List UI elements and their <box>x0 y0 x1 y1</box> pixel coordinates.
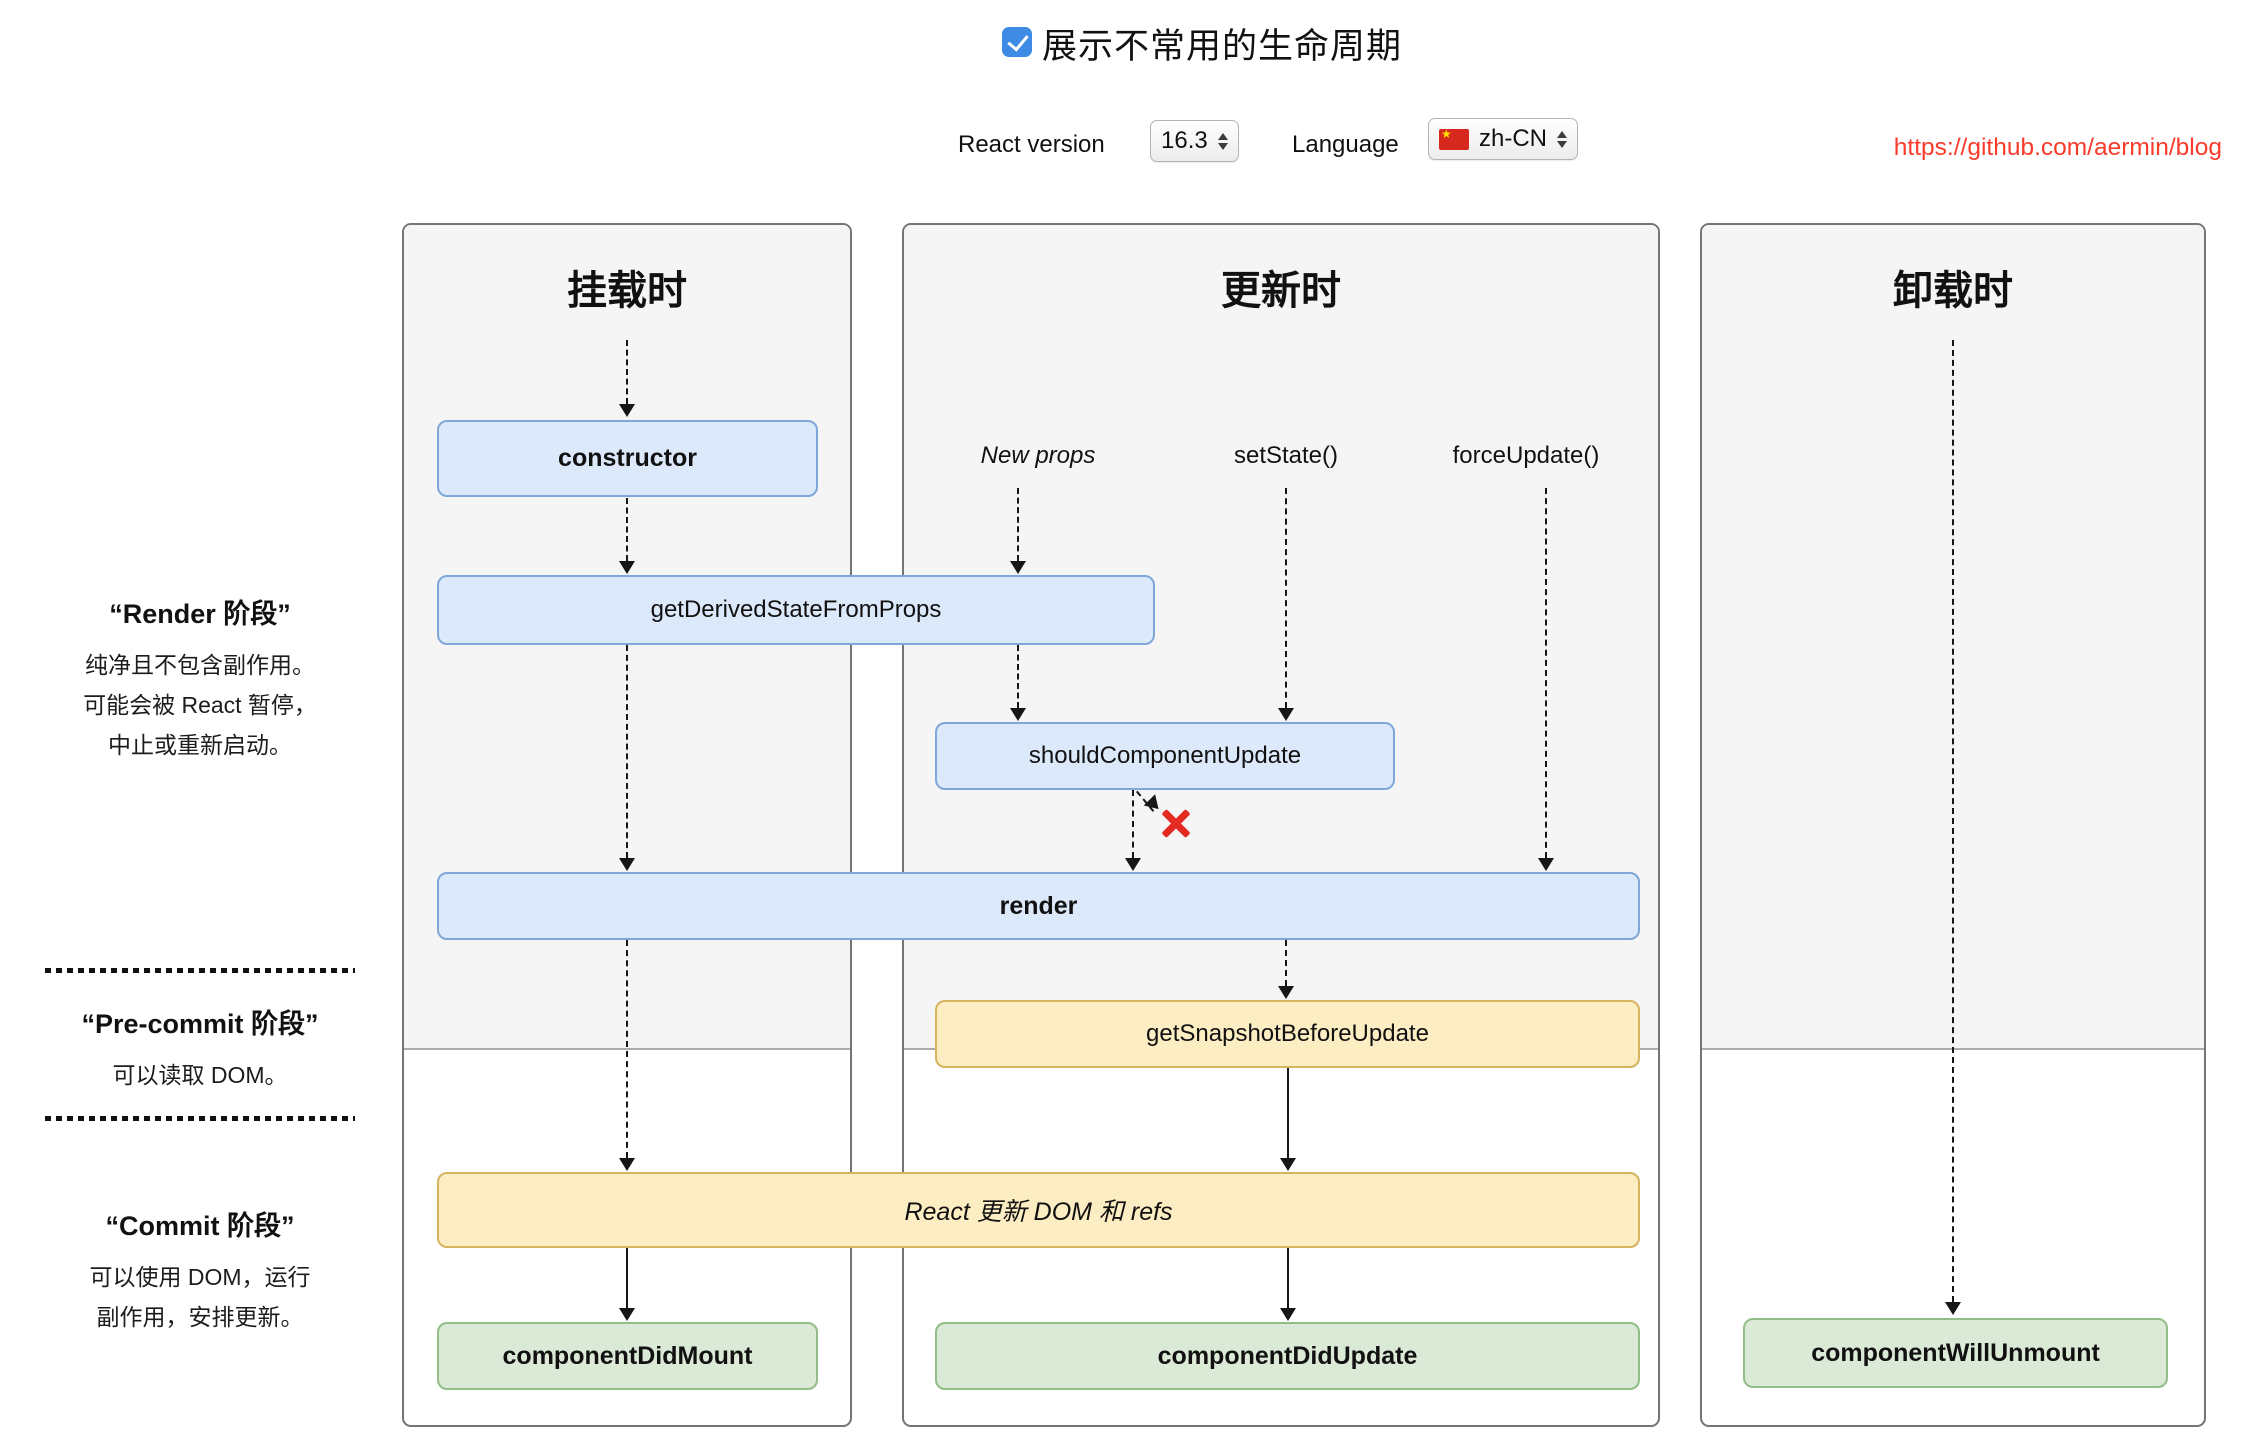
phase-divider <box>45 968 355 973</box>
arrowhead-icon <box>1125 858 1141 871</box>
check-icon <box>1007 29 1029 52</box>
render-phase-line: 可能会被 React 暂停， <box>83 692 317 718</box>
commit-phase-line: 副作用，安排更新。 <box>96 1304 304 1330</box>
arrowhead-icon <box>619 561 635 574</box>
box-component-did-mount[interactable]: componentDidMount <box>437 1322 818 1390</box>
commit-phase-note: “Commit 阶段” 可以使用 DOM，运行 副作用，安排更新。 <box>30 1204 370 1337</box>
up-down-stepper-icon <box>1557 130 1568 148</box>
arrowhead-icon <box>1945 1302 1961 1315</box>
arrowhead-icon <box>619 1308 635 1321</box>
column-title-updating: 更新时 <box>1221 269 1341 313</box>
arrowhead-icon <box>1010 561 1026 574</box>
column-title-unmounting: 卸载时 <box>1893 269 2013 313</box>
render-phase-line: 纯净且不包含副作用。 <box>85 652 315 678</box>
box-constructor[interactable]: constructor <box>437 420 818 497</box>
box-component-did-update[interactable]: componentDidUpdate <box>935 1322 1640 1390</box>
render-phase-note: “Render 阶段” 纯净且不包含副作用。 可能会被 React 暂停， 中止… <box>30 592 370 765</box>
arrow-reactupdate-to-cdu <box>1287 1248 1289 1308</box>
arrow-gdsfp-to-scu <box>1017 645 1019 708</box>
react-version-value: 16.3 <box>1161 127 1208 154</box>
arrowhead-icon <box>1538 858 1554 871</box>
arrow-render-to-gsbu <box>1285 940 1287 986</box>
up-down-stepper-icon <box>1217 132 1228 150</box>
blog-link[interactable]: https://github.com/aermin/blog <box>1893 134 2222 161</box>
arrowhead-icon <box>619 404 635 417</box>
language-value: zh-CN <box>1479 125 1548 152</box>
react-version-label: React version <box>958 131 1105 158</box>
arrow-unmount-to-cwu <box>1952 340 1954 1302</box>
arrow-forceupdate-to-render <box>1545 488 1547 858</box>
column-title-mounting: 挂载时 <box>567 269 687 313</box>
render-phase-line: 中止或重新启动。 <box>108 732 292 758</box>
box-get-derived-state-from-props[interactable]: getDerivedStateFromProps <box>437 575 1155 645</box>
language-select[interactable]: zh-CN <box>1428 118 1579 160</box>
arrowhead-icon <box>1280 1308 1296 1321</box>
commit-phase-title: “Commit 阶段” <box>105 1211 295 1241</box>
box-should-component-update[interactable]: shouldComponentUpdate <box>935 722 1395 790</box>
uncommon-lifecycles-checkbox[interactable] <box>1002 27 1032 57</box>
arrowhead-icon <box>1010 708 1026 721</box>
arrow-constructor-to-gdsfp <box>626 498 628 561</box>
box-component-will-unmount[interactable]: componentWillUnmount <box>1743 1318 2168 1388</box>
render-phase-title: “Render 阶段” <box>109 599 291 629</box>
arrow-scu-to-render <box>1132 790 1134 858</box>
language-label: Language <box>1292 131 1399 158</box>
arrow-newprops-to-gdsfp <box>1017 488 1019 561</box>
arrow-gsbu-to-reactupdate <box>1287 1068 1289 1158</box>
arrowhead-icon <box>619 858 635 871</box>
pre-commit-phase-title: “Pre-commit 阶段” <box>81 1009 319 1039</box>
box-get-snapshot-before-update[interactable]: getSnapshotBeforeUpdate <box>935 1000 1640 1068</box>
arrow-setstate-to-scu <box>1285 488 1287 708</box>
arrow-mount-to-constructor <box>626 340 628 404</box>
trigger-new-props: New props <box>980 442 1096 469</box>
arrowhead-icon <box>1278 986 1294 999</box>
trigger-set-state: setState() <box>1233 442 1339 469</box>
arrow-render-to-reactupdate-mount <box>626 940 628 1158</box>
arrowhead-icon <box>619 1158 635 1171</box>
pre-commit-phase-note: “Pre-commit 阶段” 可以读取 DOM。 <box>30 1002 370 1095</box>
page-title[interactable]: 展示不常用的生命周期 <box>1042 27 1403 66</box>
phase-divider <box>45 1116 355 1121</box>
arrow-gdsfp-to-render-mount <box>626 645 628 858</box>
pre-commit-phase-line: 可以读取 DOM。 <box>112 1062 288 1088</box>
react-version-select[interactable]: 16.3 <box>1150 120 1239 162</box>
arrow-reactupdate-to-cdm <box>626 1248 628 1308</box>
box-render[interactable]: render <box>437 872 1640 940</box>
red-x-icon <box>1161 808 1191 838</box>
cn-flag-icon <box>1439 127 1469 150</box>
trigger-force-update: forceUpdate() <box>1452 442 1600 469</box>
arrowhead-icon <box>1280 1158 1296 1171</box>
commit-phase-line: 可以使用 DOM，运行 <box>89 1264 311 1290</box>
arrowhead-icon <box>1278 708 1294 721</box>
box-react-updates-dom: React 更新 DOM 和 refs <box>437 1172 1640 1248</box>
